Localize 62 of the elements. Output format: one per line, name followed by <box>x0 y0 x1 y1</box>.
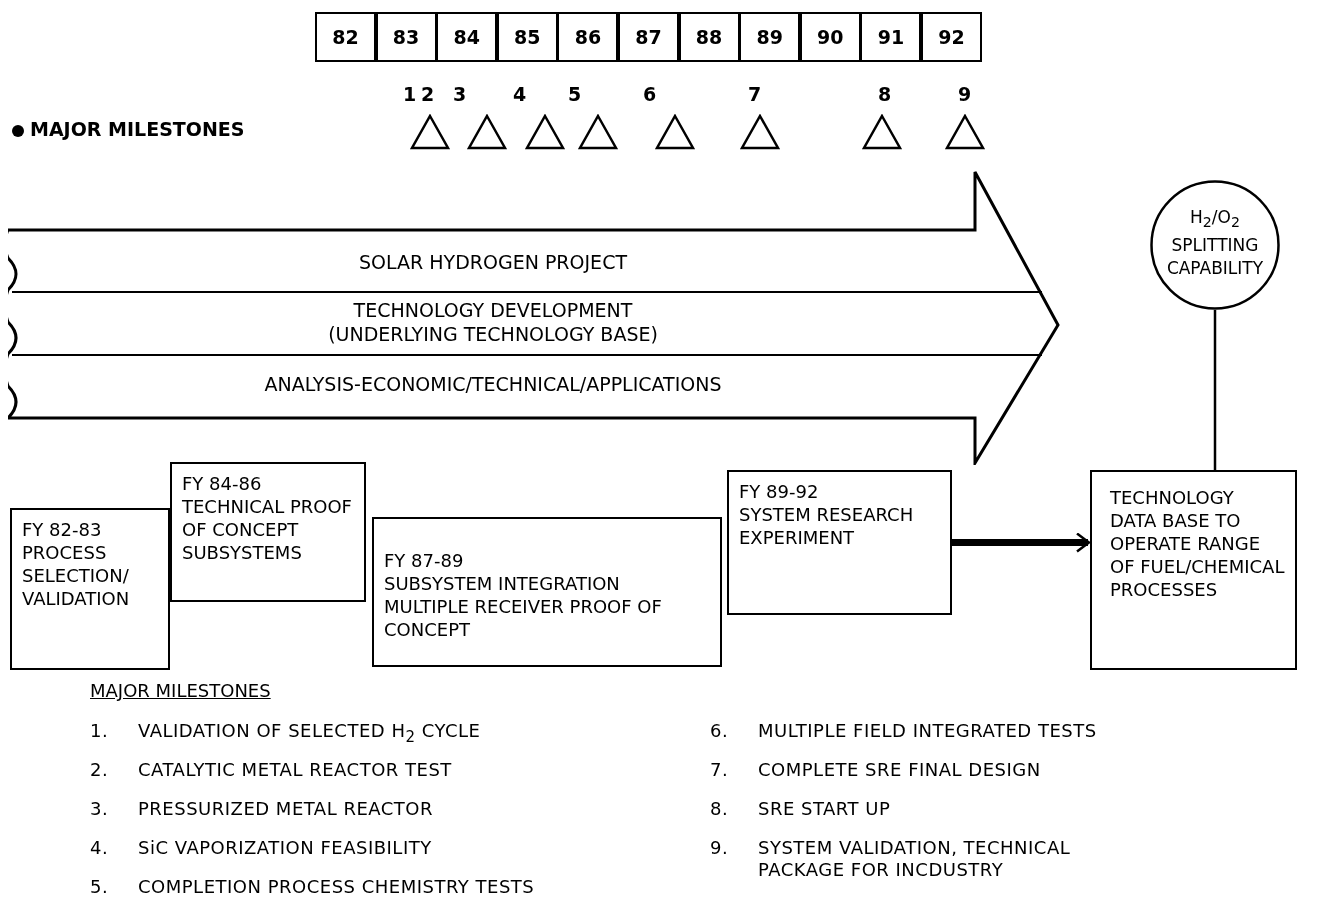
milestone-description: SYSTEM VALIDATION, TECHNICAL PACKAGE FOR INCDUSTRY <box>758 837 1072 881</box>
phase-box <box>372 517 722 667</box>
milestone-description: SiC VAPORIZATION FEASIBILITY <box>138 837 433 859</box>
phase-years: FY 84-86 <box>182 472 263 495</box>
milestone-number: 9 <box>958 83 972 105</box>
milestone-number: 1 <box>403 83 417 105</box>
list-number: 3. <box>90 798 109 820</box>
year-cell: 89 <box>739 12 801 62</box>
arrow <box>952 532 1091 553</box>
milestone-number: 2 <box>421 83 435 105</box>
milestone-number: 4 <box>513 83 527 105</box>
list-number: 9. <box>710 837 729 859</box>
year-cell: 82 <box>315 12 376 62</box>
milestone-number: 3 <box>453 83 467 105</box>
connector-line <box>1213 310 1217 470</box>
capability-circle <box>1150 180 1280 310</box>
list-number: 5. <box>90 876 109 898</box>
year-cell: 92 <box>921 12 982 62</box>
phase-text: PROCESS SELECTION/ VALIDATION <box>22 541 131 610</box>
phase-years: FY 82-83 <box>22 518 103 541</box>
phase-box <box>170 462 366 602</box>
circle-label: H$_{2}$/O$_{2}$ SPLITTING CAPABILITY <box>1165 206 1265 281</box>
band-label: TECHNOLOGY DEVELOPMENT (UNDERLYING TECHNOLOGY BASE) <box>327 298 659 346</box>
year-cell: 86 <box>557 12 619 62</box>
year-cell: 83 <box>375 12 437 62</box>
year-cell: 84 <box>436 12 498 62</box>
milestone-description: PRESSURIZED METAL REACTOR <box>138 798 435 820</box>
list-number: 4. <box>90 837 109 859</box>
list-number: 6. <box>710 720 729 742</box>
year-cell: 90 <box>799 12 861 62</box>
result-text: TECHNOLOGY DATA BASE TO OPERATE RANGE OF FUEL/CHEMICAL PROCESSES <box>1109 486 1285 601</box>
milestone-number: 8 <box>878 83 892 105</box>
list-number: 8. <box>710 798 729 820</box>
project-arrow <box>8 170 1060 465</box>
phase-box <box>727 470 952 615</box>
phase-text: TECHNICAL PROOF OF CONCEPT SUBSYSTEMS <box>182 495 353 564</box>
milestone-description: CATALYTIC METAL REACTOR TEST <box>138 759 453 781</box>
milestone-number: 7 <box>748 83 762 105</box>
year-cell: 88 <box>678 12 740 62</box>
result-box <box>1090 470 1297 670</box>
year-cell: 85 <box>496 12 558 62</box>
milestone-description: MULTIPLE FIELD INTEGRATED TESTS <box>758 720 1098 742</box>
band-label: SOLAR HYDROGEN PROJECT <box>357 250 629 274</box>
milestone-description: COMPLETION PROCESS CHEMISTRY TESTS <box>138 876 536 898</box>
year-cell: 87 <box>618 12 679 62</box>
year-cell: 91 <box>860 12 922 62</box>
milestone-description: COMPLETE SRE FINAL DESIGN <box>758 759 1042 781</box>
phase-text: SYSTEM RESEARCH EXPERIMENT <box>739 503 915 549</box>
band-label: ANALYSIS-ECONOMIC/TECHNICAL/APPLICATIONS <box>263 372 723 396</box>
legend-heading: MAJOR MILESTONES <box>30 118 245 140</box>
list-number: 1. <box>90 720 109 742</box>
phase-years: FY 89-92 <box>739 480 820 503</box>
milestone-number: 5 <box>568 83 582 105</box>
list-number: 2. <box>90 759 109 781</box>
list-number: 7. <box>710 759 729 781</box>
phase-box <box>10 508 170 670</box>
phase-text: SUBSYSTEM INTEGRATION MULTIPLE RECEIVER PROOF OF CONCEPT <box>384 572 663 641</box>
milestone-description: SRE START UP <box>758 798 892 820</box>
phase-years: FY 87-89 <box>384 549 465 572</box>
milestone-number: 6 <box>643 83 657 105</box>
milestone-description: VALIDATION OF SELECTED H$_{2}$ CYCLE <box>138 720 482 748</box>
list-heading: MAJOR MILESTONES <box>90 680 271 701</box>
